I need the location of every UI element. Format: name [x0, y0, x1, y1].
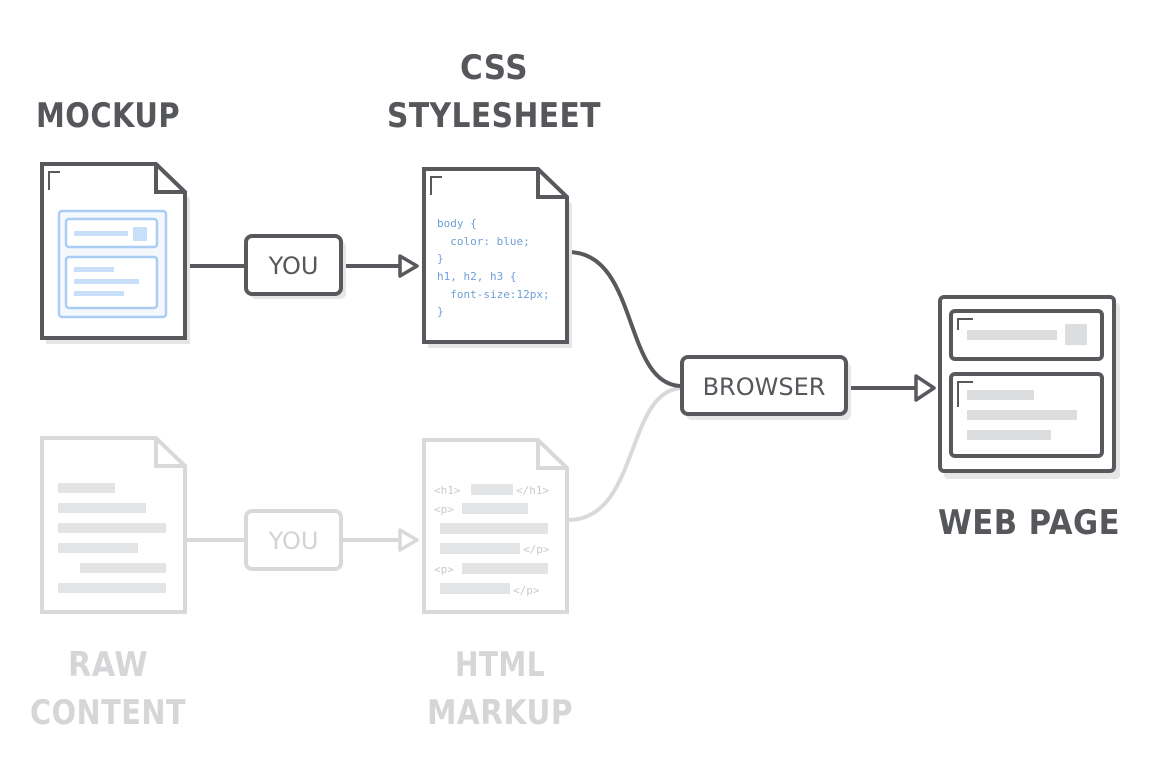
css-code-line: color: blue;: [437, 235, 530, 248]
raw-content-document: [40, 436, 187, 614]
arrowhead-to-webpage: [914, 374, 936, 402]
html-tag: <p>: [434, 503, 454, 516]
html-tag: <h1>: [434, 484, 461, 497]
raw-content-label-line1: RAW: [68, 645, 148, 685]
browser-button-label: BROWSER: [703, 373, 826, 401]
raw-content-label-line2: CONTENT: [30, 693, 186, 733]
css-code-line: }: [437, 252, 444, 265]
arrowhead-to-html: [398, 528, 419, 552]
html-tag: </p>: [513, 584, 540, 597]
css-to-browser-connector: [567, 250, 683, 388]
css-code-line: body {: [437, 217, 477, 230]
you-button-top: YOU: [244, 234, 346, 299]
html-tag: </h1>: [516, 484, 549, 497]
css-code-line: h1, h2, h3 {: [437, 270, 516, 283]
html-markup-label-line1: HTML: [455, 645, 545, 685]
css-label-line2: STYLESHEET: [387, 96, 601, 136]
you-button-bottom: YOU: [244, 509, 343, 571]
css-code-line: font-size:12px;: [437, 288, 550, 301]
web-page-window: [938, 295, 1120, 479]
css-label-line1: CSS: [460, 48, 528, 88]
html-to-browser-connector: [567, 386, 683, 522]
html-tag: </p>: [523, 543, 550, 556]
you-button-bottom-label: YOU: [268, 527, 319, 555]
html-markup-document: <h1> </h1> <p> </p> <p> </p>: [422, 438, 569, 614]
html-markup-label-line2: MARKUP: [427, 693, 573, 733]
mockup-document: [40, 162, 190, 344]
arrowhead-to-css: [398, 254, 419, 278]
mockup-label: MOCKUP: [36, 96, 180, 136]
css-code-line: }: [437, 305, 444, 318]
you-button-top-label: YOU: [268, 252, 319, 280]
html-tag: <p>: [434, 563, 454, 576]
browser-button: BROWSER: [680, 355, 851, 420]
web-page-label: WEB PAGE: [938, 503, 1120, 543]
css-stylesheet-document: body { color: blue; } h1, h2, h3 { font-…: [422, 167, 572, 348]
